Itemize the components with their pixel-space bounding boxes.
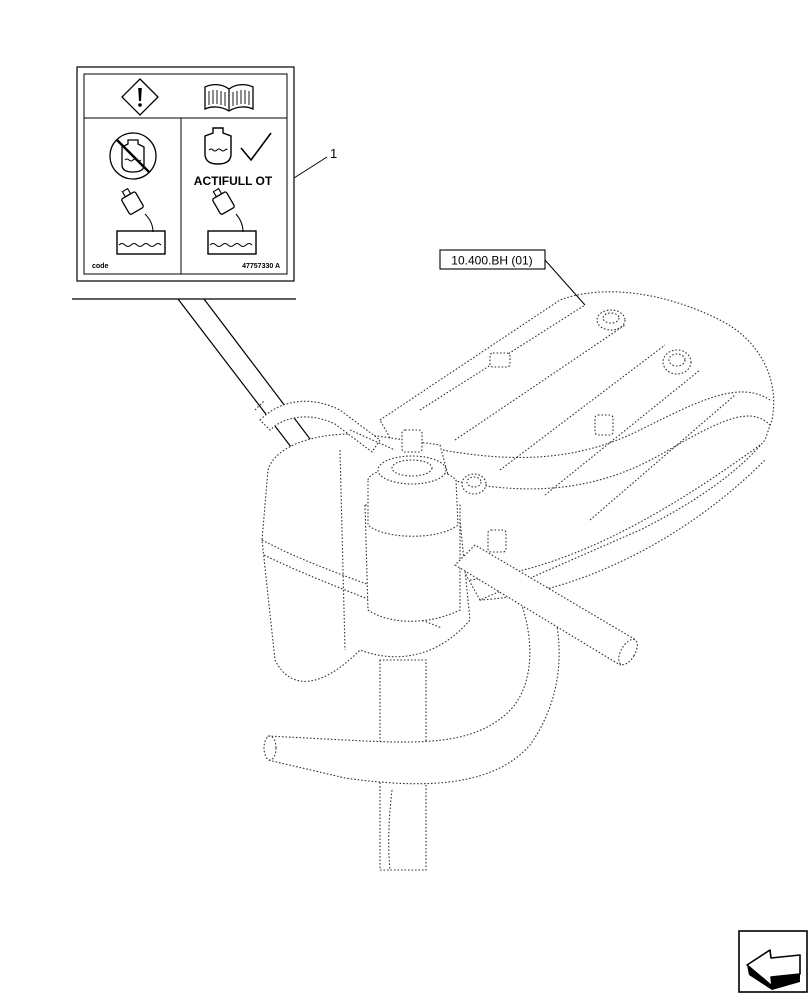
- reference-label[interactable]: 10.400.BH (01): [451, 254, 532, 268]
- warning-diamond-icon: [121, 78, 159, 116]
- callout-1: 1: [293, 146, 337, 179]
- manual-book-icon: [204, 83, 254, 112]
- decal-part-number: 47757330 A: [242, 263, 280, 270]
- coolant-expansion-tank-assembly: [254, 291, 775, 871]
- code-label: code: [92, 263, 108, 270]
- no-coolant-tank-icon: [109, 132, 157, 180]
- reservoir-icon: [116, 230, 166, 255]
- back-arrow-icon[interactable]: [738, 930, 808, 993]
- reference-callout[interactable]: 10.400.BH (01): [439, 249, 586, 306]
- coolant-tank-icon: [204, 127, 232, 165]
- brand-text: ACTIFULL OT: [194, 174, 273, 188]
- decal-panel: ACTIFULL OT code 47757330 A: [76, 66, 295, 282]
- reservoir-icon: [207, 230, 257, 255]
- pour-bottle-icon: [212, 187, 235, 215]
- checkmark-icon: [240, 132, 272, 162]
- callout-item-number: 1: [330, 146, 337, 161]
- pour-bottle-icon: [121, 187, 144, 215]
